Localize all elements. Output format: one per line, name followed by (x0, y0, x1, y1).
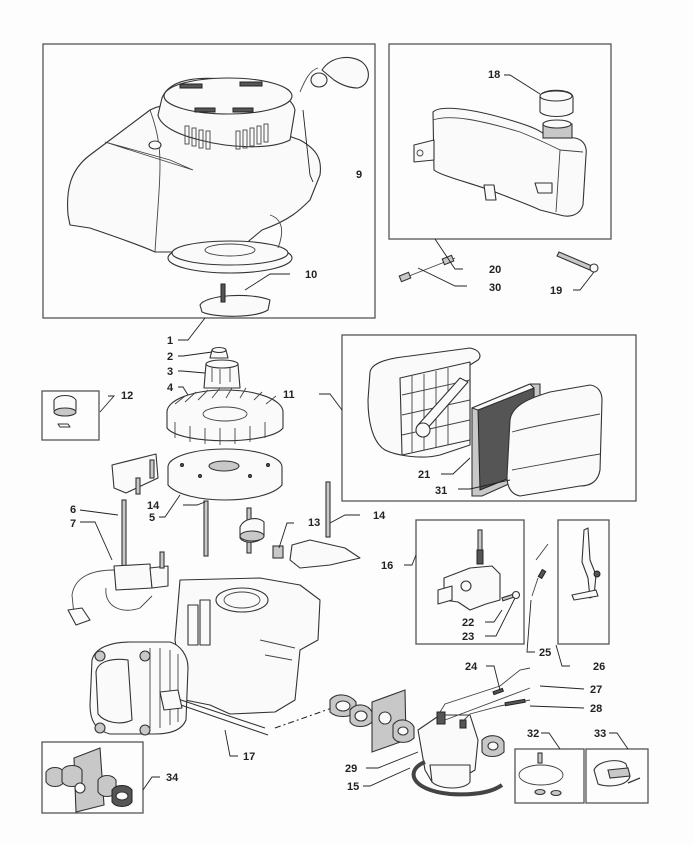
carburetor-repair-kit-frame (514, 748, 585, 804)
starter-cup (203, 359, 241, 389)
fuel-tank-frame (388, 43, 612, 240)
callout-31: 31 (435, 485, 447, 497)
callout-25: 25 (539, 647, 551, 659)
float-kit-frame (585, 748, 649, 804)
callout-2: 2 (167, 351, 173, 363)
callout-24: 24 (465, 661, 478, 673)
callout-29: 29 (345, 763, 357, 775)
callout-30: 30 (489, 282, 501, 294)
callout-23: 23 (462, 631, 474, 643)
intake-studs (159, 689, 269, 736)
callout-10: 10 (305, 269, 317, 281)
callout-7: 7 (70, 518, 76, 530)
gasket-kit (45, 747, 133, 813)
fuel-line-fitting (398, 254, 456, 283)
callout-26: 26 (593, 661, 605, 673)
callout-32: 32 (527, 728, 539, 740)
fuel-tank (413, 107, 587, 217)
o-ring (518, 764, 564, 786)
governor-assembly (437, 529, 521, 611)
callout-18: 18 (488, 69, 500, 81)
float-kit (593, 760, 641, 787)
recoil-starter-frame (42, 43, 376, 319)
callout-3: 3 (167, 366, 173, 378)
assembly-axis-line (274, 707, 333, 729)
governor-lever (571, 527, 601, 601)
callout-19: 19 (550, 285, 562, 297)
starter-pawl (199, 283, 271, 317)
callout-5: 5 (149, 512, 155, 524)
callout-15: 15 (347, 781, 359, 793)
callout-9: 9 (356, 169, 362, 181)
flywheel-key-kit-frame (41, 390, 100, 441)
carburetor (417, 711, 505, 789)
callout-1: 1 (167, 335, 173, 347)
fuel-tank-neck (542, 119, 573, 139)
tank-bolt (556, 251, 599, 273)
callout-4: 4 (167, 382, 174, 394)
control-rods (439, 667, 531, 723)
ground-bracket (272, 539, 361, 569)
callout-21: 21 (418, 469, 430, 481)
cylinder-head (89, 641, 189, 736)
callout-16: 16 (381, 560, 393, 572)
recoil-starter-cap (157, 77, 296, 150)
air-filter-base (367, 347, 481, 458)
callout-17: 17 (243, 751, 255, 763)
callout-14-left: 14 (147, 500, 160, 512)
air-filter-frame (341, 334, 637, 502)
cooling-fan (166, 387, 284, 445)
fuel-hose (411, 760, 504, 797)
callout-22: 22 (462, 617, 474, 629)
callout-12: 12 (121, 390, 133, 402)
shroud-baffle (111, 453, 159, 495)
leader-lines (79, 74, 629, 791)
flywheel (167, 448, 283, 501)
callout-34: 34 (166, 772, 179, 784)
governor-lever-frame (557, 519, 610, 645)
callout-11: 11 (283, 389, 295, 401)
ignition-coil (67, 551, 169, 626)
armature-bracket (239, 518, 265, 543)
air-filter-cover (506, 384, 603, 497)
callout-27: 27 (590, 684, 602, 696)
carburetor-repair-kit (518, 752, 564, 797)
governor-assembly-frame (415, 519, 525, 645)
callout-33: 33 (594, 728, 606, 740)
governor-spring (531, 543, 549, 597)
flywheel-key (53, 394, 77, 428)
engine-block (174, 577, 321, 715)
carburetor-gaskets (329, 689, 415, 753)
starter-handle (299, 56, 369, 93)
callout-13: 13 (308, 517, 320, 529)
callout-6: 6 (70, 504, 76, 516)
callout-20: 20 (489, 264, 501, 276)
callout-28: 28 (590, 703, 602, 715)
fuel-cap (539, 89, 574, 118)
callout-14-right: 14 (373, 510, 386, 522)
pulley (167, 214, 293, 274)
flywheel-nut (209, 346, 229, 359)
gasket-kit-frame (41, 741, 144, 814)
